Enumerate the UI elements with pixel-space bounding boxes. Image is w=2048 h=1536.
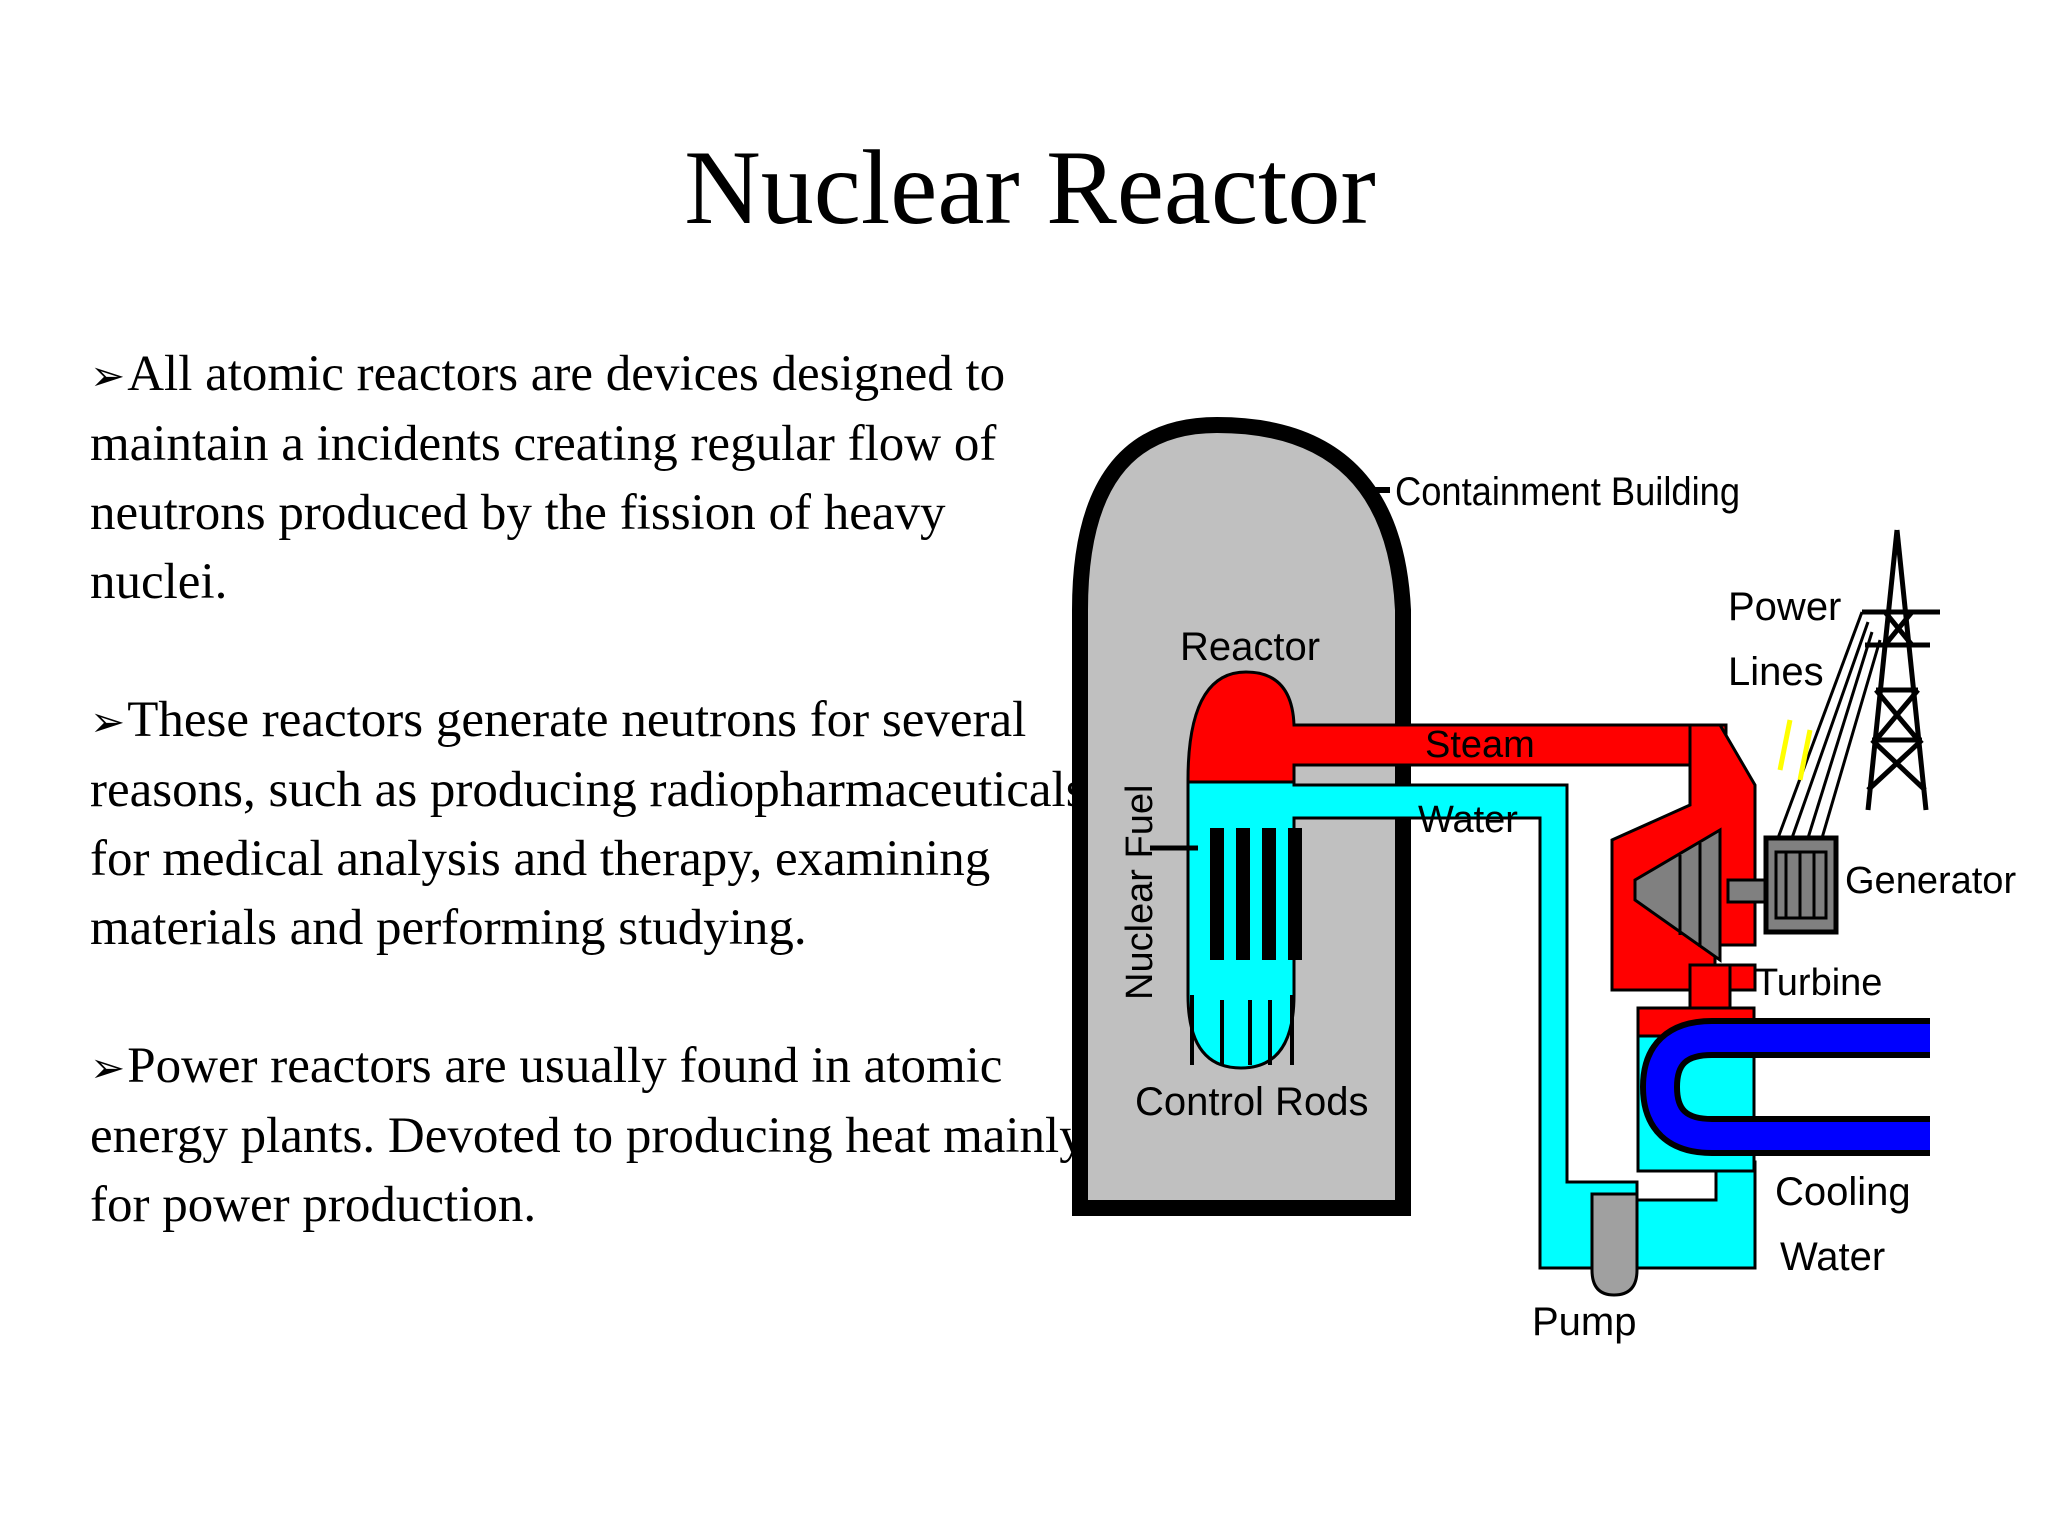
turbine-label: Turbine bbox=[1755, 962, 1882, 1004]
slide-title: Nuclear Reactor bbox=[684, 129, 1376, 246]
cooling-label: Cooling bbox=[1775, 1170, 1911, 1214]
bullet-text: These reactors generate neutrons for sev… bbox=[90, 692, 1086, 956]
arrow-bullet-icon: ➢ bbox=[90, 351, 126, 400]
bullet-list: ➢All atomic reactors are devices designe… bbox=[90, 340, 1090, 1240]
power-tower bbox=[1862, 529, 1940, 811]
bullet-item: ➢All atomic reactors are devices designe… bbox=[90, 340, 1090, 617]
power-label: Power bbox=[1728, 585, 1841, 629]
water-label: Water bbox=[1418, 799, 1518, 841]
reactor-label: Reactor bbox=[1180, 625, 1320, 669]
bullet-text: Power reactors are usually found in atom… bbox=[90, 1038, 1085, 1233]
containment-building-label: Containment Building bbox=[1395, 470, 1740, 514]
control-rods bbox=[1150, 828, 1302, 1065]
control-rods-label: Control Rods bbox=[1135, 1080, 1368, 1124]
arrow-bullet-icon: ➢ bbox=[90, 697, 126, 746]
nuclear-fuel-label: Nuclear Fuel bbox=[1119, 785, 1161, 1000]
bullet-item: ➢Power reactors are usually found in ato… bbox=[90, 1032, 1090, 1240]
generator-label: Generator bbox=[1845, 860, 2016, 902]
power-spark-icon bbox=[1777, 719, 1813, 781]
bullet-item: ➢These reactors generate neutrons for se… bbox=[90, 686, 1090, 963]
cooling-water-label: Water bbox=[1780, 1235, 1885, 1279]
lines-label: Lines bbox=[1728, 650, 1824, 694]
steam-label: Steam bbox=[1425, 724, 1535, 766]
generator bbox=[1763, 835, 1839, 935]
power-lines-wires bbox=[1776, 611, 1882, 839]
pump bbox=[1590, 1192, 1639, 1297]
bullet-text: All atomic reactors are devices designed… bbox=[90, 346, 1006, 610]
pump-label: Pump bbox=[1532, 1300, 1637, 1344]
arrow-bullet-icon: ➢ bbox=[90, 1043, 126, 1092]
